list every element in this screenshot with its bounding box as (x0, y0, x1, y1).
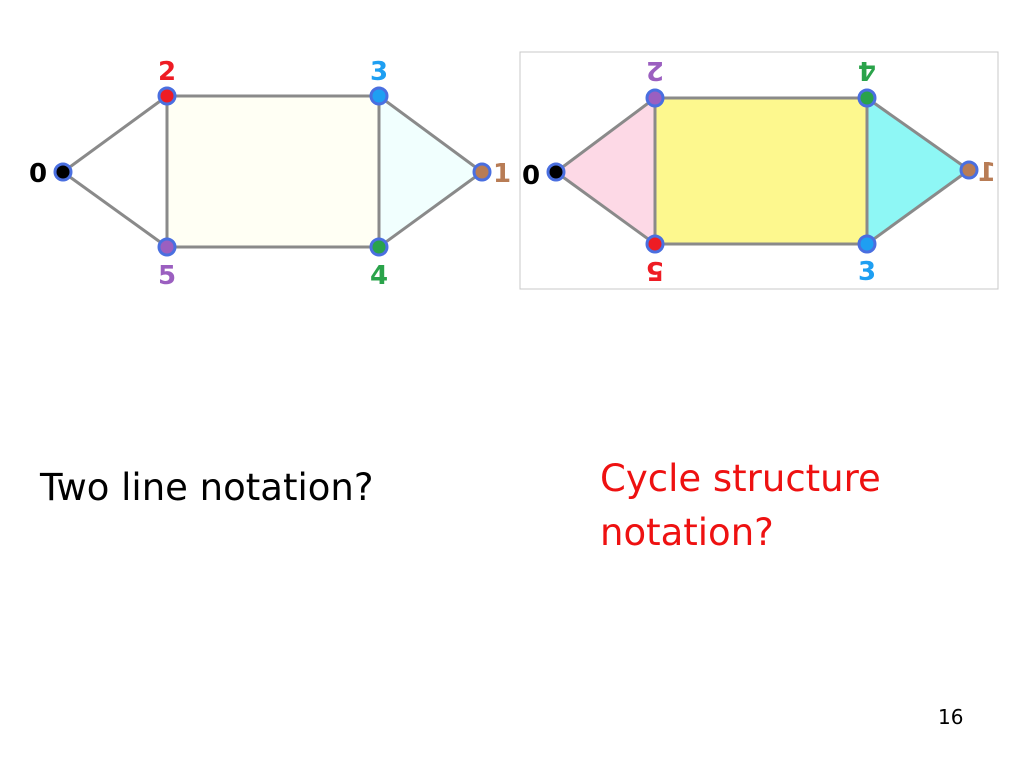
left-rect-face (167, 96, 379, 247)
left-edge-0-2 (62, 94, 168, 174)
right-label-5: 5 (646, 255, 664, 285)
left-label-5: 5 (158, 261, 176, 291)
right-vertex-1 (959, 160, 979, 180)
cycle-structure-line-2: notation? (600, 511, 774, 554)
left-triangle-face (379, 96, 482, 247)
left-vertex-5 (157, 237, 177, 257)
right-vertex-4 (857, 88, 877, 108)
left-graph: 0 1 2 3 4 5 (29, 57, 511, 291)
right-label-4: 4 (858, 55, 876, 85)
two-line-notation-question: Two line notation? (40, 466, 374, 509)
cycle-structure-line-1: Cycle structure (600, 457, 881, 500)
right-graph: 0 1 2 4 5 3 (519, 51, 999, 290)
left-label-4: 4 (370, 261, 388, 291)
left-edge-0-5 (62, 170, 168, 249)
left-vertex-3 (369, 86, 389, 106)
right-vertex-3 (857, 234, 877, 254)
page-number: 16 (938, 705, 964, 729)
cycle-structure-question: Cycle structure notation? (600, 452, 980, 560)
right-label-2: 2 (646, 55, 664, 85)
left-label-2: 2 (158, 57, 176, 87)
right-edge-4-1 (866, 96, 970, 172)
right-cyan-face (867, 98, 969, 244)
right-vertex-5 (645, 234, 665, 254)
left-vertex-2 (157, 86, 177, 106)
graphs-figure: 0 1 2 3 4 5 0 (29, 51, 999, 291)
left-edge-4-1 (378, 170, 483, 249)
left-label-3: 3 (370, 57, 388, 87)
right-pink-face (556, 98, 655, 244)
left-vertex-4 (369, 237, 389, 257)
left-edge-3-1 (378, 94, 483, 174)
left-label-1: 1 (493, 159, 511, 189)
left-vertex-1 (472, 162, 492, 182)
right-edge-3-1 (866, 168, 970, 246)
right-label-3: 3 (858, 257, 876, 287)
right-vertex-0 (546, 162, 566, 182)
right-label-0: 0 (522, 161, 540, 191)
right-edge-0-5 (555, 170, 656, 246)
right-label-1: 1 (978, 158, 996, 188)
right-edge-0-2 (555, 96, 656, 174)
right-yellow-face (655, 98, 867, 244)
right-vertex-2 (645, 88, 665, 108)
left-vertex-0 (53, 162, 73, 182)
left-label-0: 0 (29, 159, 47, 189)
